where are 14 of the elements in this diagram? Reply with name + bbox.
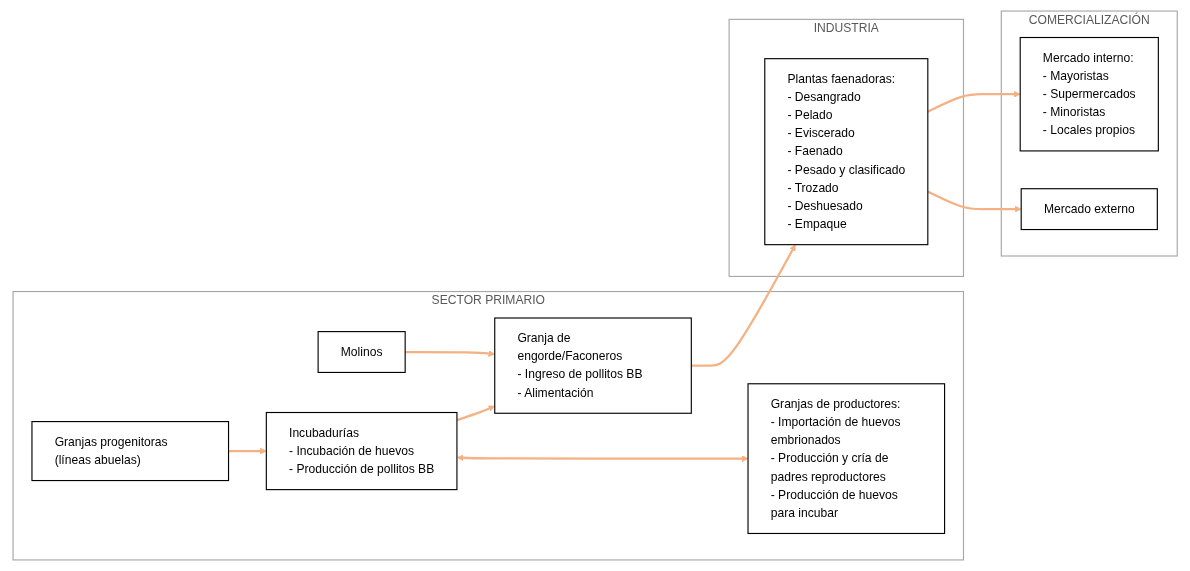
arrow	[405, 350, 495, 357]
node-box: Granja de engorde/Faconeros - Ingreso de pollitos BB - Alimentación	[494, 317, 692, 414]
node-box: Granjas progenitoras (líneas abuelas)	[31, 421, 229, 482]
arrow	[927, 90, 1021, 113]
arrow	[927, 190, 1022, 213]
arrow	[228, 447, 267, 455]
node-box: Molinos	[317, 331, 406, 373]
node-box: Mercado externo	[1020, 188, 1158, 231]
node-box: Mercado interno: - Mayoristas - Supermercados - Minoristas - Locales propios	[1019, 36, 1159, 152]
node-box: Granjas de productores: - Importación de huevos embrionados - Producción y cría de padres reproductores - Producción de huevos para incubar	[747, 383, 945, 535]
node-box: Plantas faenadoras: - Desangrado - Pelado - Eviscerado - Faenado - Pesado y clasificado - Trozado - Deshuesado - Empaque	[764, 58, 929, 246]
arrow	[456, 405, 495, 422]
arrow	[691, 244, 796, 367]
node-box: Incubadurías - Incubación de huevos - Producción de pollitos BB	[265, 411, 458, 491]
